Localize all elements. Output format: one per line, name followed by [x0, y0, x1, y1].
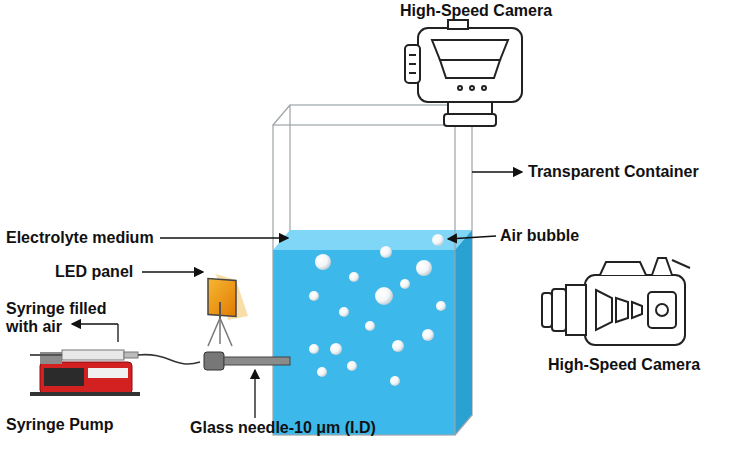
pump-label: Syringe Pump: [6, 416, 114, 434]
needle-label: Glass needle-10 μm (I.D): [190, 419, 376, 437]
bubble-label: Air bubble: [500, 227, 579, 245]
syringe-label: Syringe filled with air: [6, 300, 118, 337]
led-label: LED panel: [55, 263, 133, 281]
camera-label: High-Speed Camera: [548, 356, 700, 374]
camera-label: High-Speed Camera: [400, 2, 552, 20]
medium-label: Electrolyte medium: [6, 229, 154, 247]
container-label: Transparent Container: [528, 163, 699, 181]
